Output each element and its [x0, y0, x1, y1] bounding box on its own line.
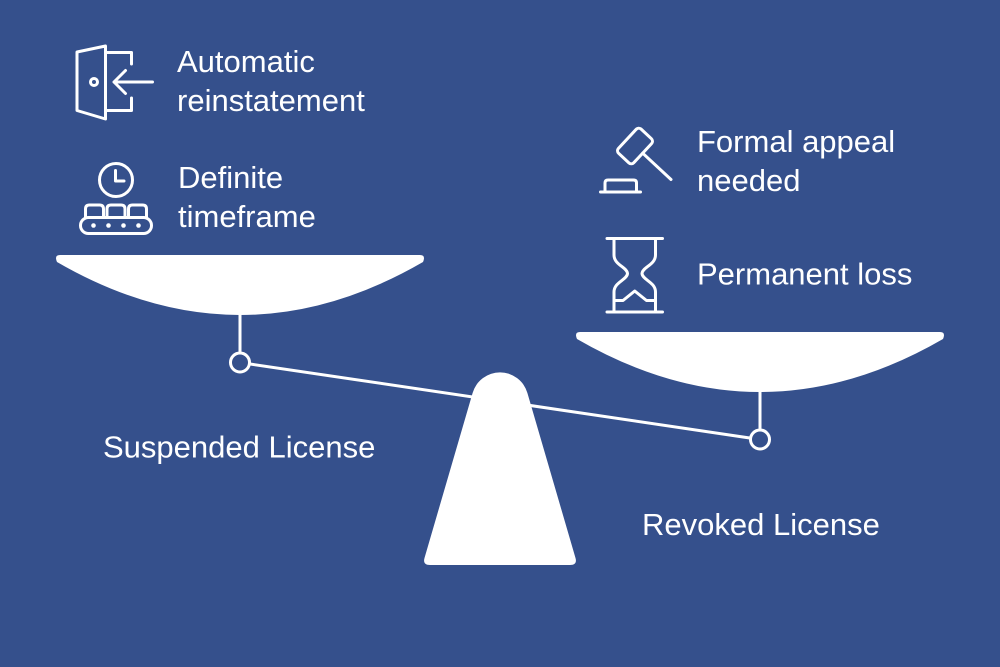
fulcrum — [424, 372, 576, 565]
item-label-line: reinstatement — [177, 83, 365, 118]
right-pivot-joint — [749, 428, 771, 451]
conveyor-roller — [136, 223, 141, 228]
gavel-block — [603, 178, 638, 194]
item-label-line: needed — [697, 163, 800, 198]
item-label: Formal appeal needed — [697, 124, 904, 198]
item-label-line: Formal appeal — [697, 124, 895, 159]
item-definite-timeframe: Definite timeframe — [79, 160, 316, 235]
gavel-icon — [599, 126, 673, 194]
item-label-line: timeframe — [178, 199, 316, 234]
left-pivot-joint — [229, 351, 251, 374]
item-label-line: Definite — [178, 160, 283, 195]
clock-face — [98, 162, 134, 198]
item-label: Automatic reinstatement — [177, 44, 365, 118]
conveyor-roller — [106, 223, 111, 228]
conveyor-box — [84, 203, 105, 219]
enter-arrow — [112, 69, 154, 95]
side-label-revoked-license: Revoked License — [642, 507, 880, 542]
door-panel — [75, 44, 107, 121]
conveyor-roller — [91, 223, 96, 228]
conveyor-belt — [79, 216, 153, 235]
right-side-revoked-license: Formal appeal needed Permanent loss Revo… — [599, 124, 912, 542]
item-label-line: Automatic — [177, 44, 315, 79]
left-side-suspended-license: Automatic reinstatement Definite timefra… — [75, 44, 375, 465]
gavel-handle — [641, 151, 673, 181]
hourglass-sand — [612, 289, 657, 302]
item-automatic-reinstatement: Automatic reinstatement — [75, 44, 365, 121]
left-pan — [56, 255, 424, 315]
conveyor-box — [127, 203, 148, 219]
balance-scale — [56, 255, 944, 565]
door-enter-icon — [75, 44, 154, 121]
side-label-suspended-license: Suspended License — [103, 430, 375, 465]
conveyor-box — [105, 203, 127, 219]
clock-conveyor-icon — [79, 162, 153, 235]
item-formal-appeal-needed: Formal appeal needed — [599, 124, 904, 198]
clock-hands — [114, 169, 126, 183]
item-label: Definite timeframe — [178, 160, 316, 234]
door-knob — [89, 77, 99, 87]
right-pan — [576, 332, 944, 392]
hourglass-left-glass — [612, 237, 629, 314]
hourglass-right-glass — [640, 237, 657, 314]
item-permanent-loss: Permanent loss — [605, 237, 912, 314]
door-frame — [104, 51, 133, 112]
item-label: Permanent loss — [697, 257, 912, 292]
conveyor-roller — [121, 223, 126, 228]
hourglass-icon — [605, 237, 664, 314]
item-label-line: Permanent loss — [697, 257, 912, 292]
